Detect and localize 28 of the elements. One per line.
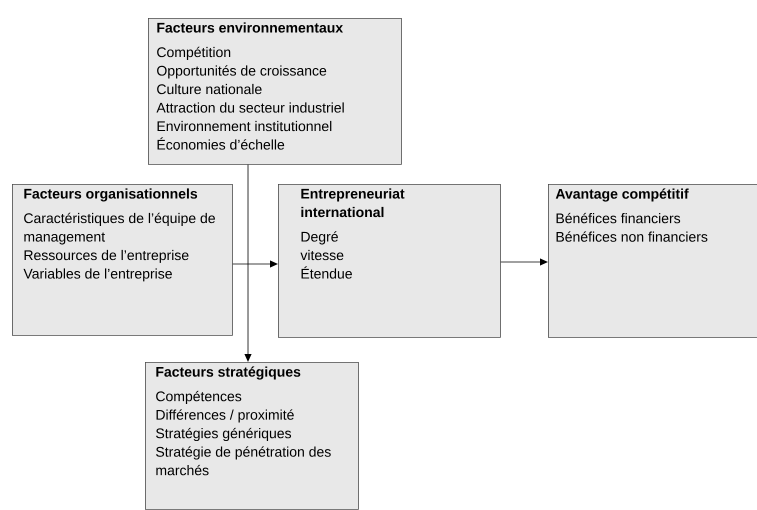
- list-item: Environnement institutionnel: [158, 120, 332, 132]
- list-item: Différences / proximité: [156, 409, 294, 423]
- factor-box: [12, 184, 233, 336]
- list-item: Attraction du secteur industriel: [156, 102, 344, 113]
- list-item: Économies d’échelle: [158, 137, 284, 150]
- list-item: Culture nationale: [157, 84, 262, 94]
- list-item: Ressources de l’entreprise: [24, 250, 188, 263]
- list-item: Variables de l’entreprise: [23, 268, 172, 282]
- list-item: Caractéristiques de l’équipe de management: [24, 212, 215, 244]
- box-heading: Entrepreneuriat international: [301, 188, 404, 218]
- list-item: Bénéfices non financiers: [556, 231, 708, 242]
- box-heading: Facteurs environnementaux: [157, 22, 343, 33]
- box-heading: Facteurs organisationnels: [24, 188, 198, 202]
- factor-box: [148, 18, 402, 165]
- list-item: vitesse: [300, 250, 344, 260]
- list-item: Stratégie de pénétration des marchés: [156, 446, 331, 476]
- list-item: Bénéfices financiers: [556, 212, 680, 224]
- box-heading: Avantage compétitif: [556, 188, 689, 202]
- box-heading: Facteurs stratégiques: [156, 366, 300, 380]
- factor-box: [145, 362, 359, 510]
- factor-box: [278, 184, 501, 338]
- factor-box: [548, 184, 757, 338]
- list-item: Compétences: [156, 390, 242, 404]
- list-item: Stratégies génériques: [156, 428, 292, 442]
- list-item: Degré: [302, 231, 338, 244]
- list-item: Étendue: [302, 266, 352, 279]
- list-item: Opportunités de croissance: [157, 65, 326, 78]
- list-item: Compétition: [157, 46, 230, 60]
